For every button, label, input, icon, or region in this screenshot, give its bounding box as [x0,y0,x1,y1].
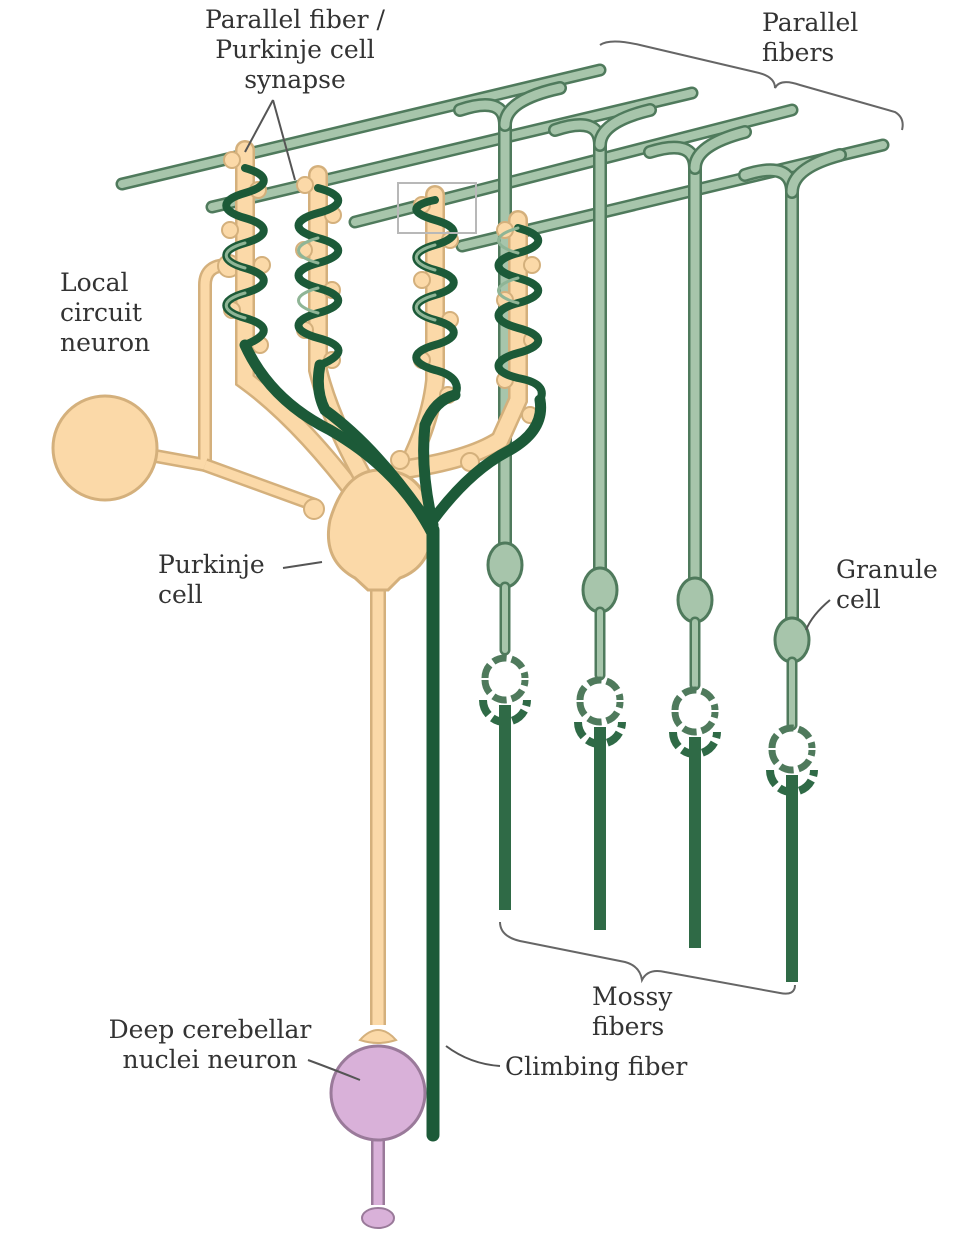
climbing-leader [446,1046,500,1066]
mossy-fibers-label: Mossy fibers [592,982,672,1042]
purkinje-leader [283,562,322,568]
climbing-fiber-label: Climbing fiber [505,1052,687,1082]
mossy-fiber-1 [483,658,527,910]
purkinje-cell-label: Purkinje cell [158,550,265,610]
parallel-fibers-label: Parallel fibers [762,8,858,68]
deep-cerebellar-nuclei-label: Deep cerebellar nuclei neuron [100,1015,320,1075]
mossy-fiber-4 [770,728,814,982]
granule-cell-2 [555,110,650,675]
granule-cell-4 [745,155,840,725]
granule-cell-3 [650,132,745,685]
mossy-fibers [483,658,814,982]
granule-cell-label: Granule cell [836,555,938,615]
local-circuit-neuron-label: Local circuit neuron [60,268,150,358]
mossy-fiber-2 [578,680,622,930]
parallel-fiber-purkinje-synapse-label: Parallel fiber / Purkinje cell synapse [195,5,395,95]
granule-leader [806,600,830,630]
mossy-fiber-3 [673,690,717,948]
purkinje-cell [222,150,540,1043]
